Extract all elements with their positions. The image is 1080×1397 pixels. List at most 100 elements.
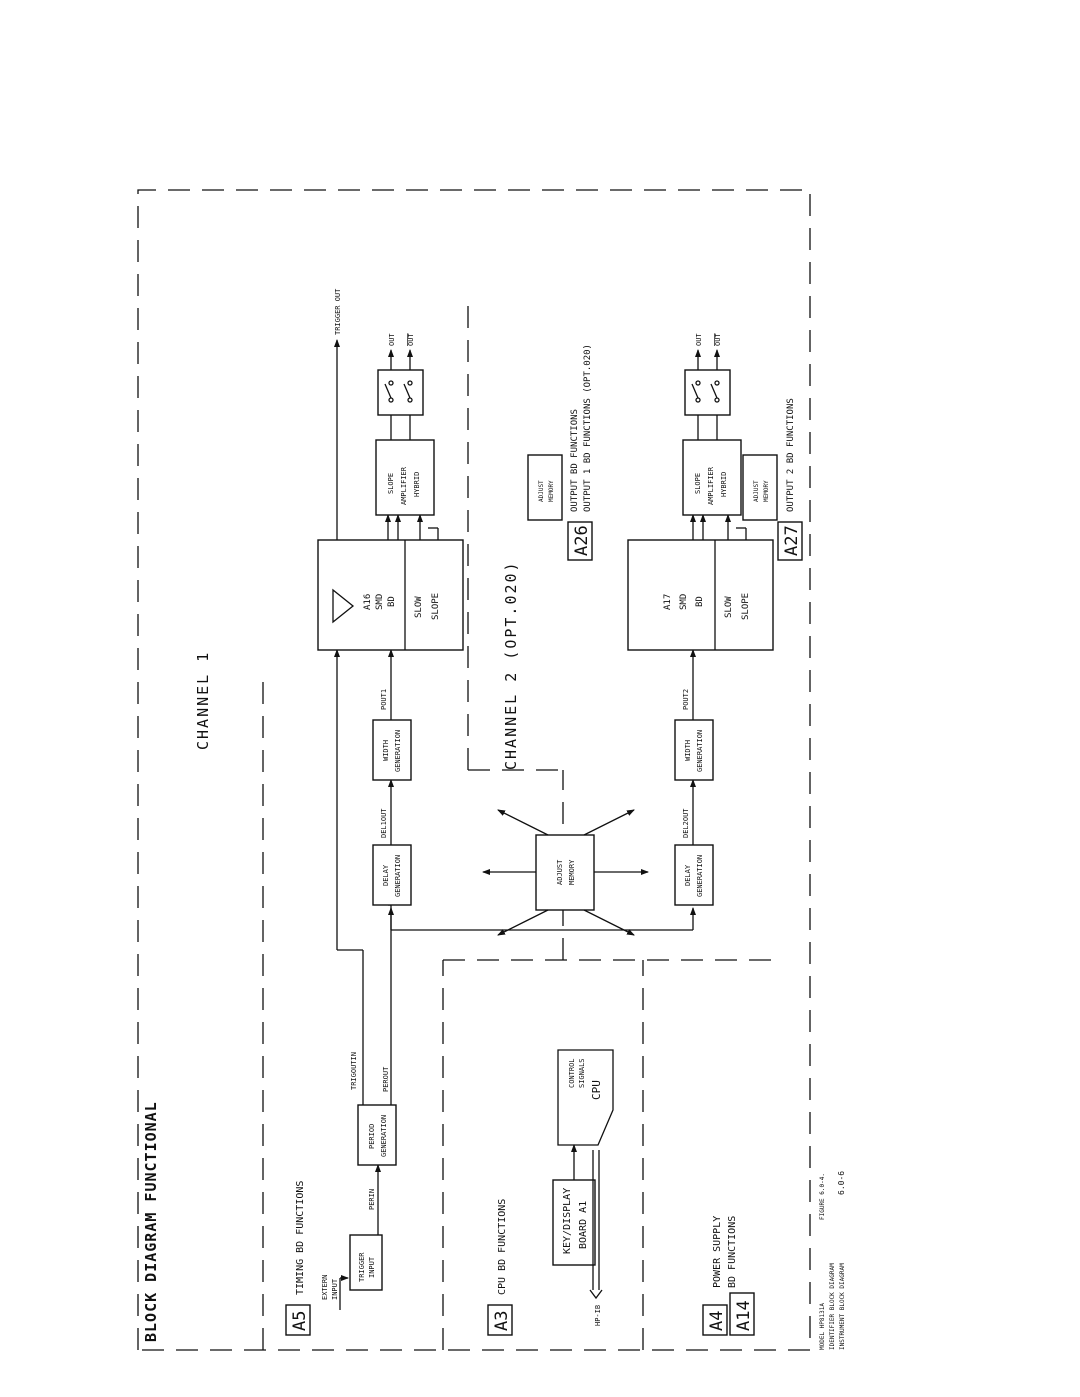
adjust-memory-cpu-l2: MEMORY [568,859,576,885]
key-display-l1: KEY/DISPLAY [562,1188,573,1254]
a27-tag: A27 [782,525,802,556]
delay-gen-1-l2: GENERATION [394,855,402,897]
a27-tag-box [777,521,803,561]
slope-amp-2-l1: SLOPE [694,473,702,494]
relay-2-contact-4 [714,380,720,386]
a14-tag-box [729,1292,755,1336]
smd-2-l3: BD [695,596,705,607]
period-gen-l1: PERIOD [368,1124,376,1149]
a3-tag: A3 [492,1311,512,1331]
smd-1-l3: BD [387,596,397,607]
out2-label: OUT [695,333,703,346]
out1-label: OUT [388,333,396,346]
smd-1-triangle [332,588,355,624]
fanout-4 [497,809,549,836]
a3-tag-box [487,1304,513,1336]
width-gen-1-l2: GENERATION [394,730,402,772]
slope-amp-1-block [375,439,435,516]
a27-label: OUTPUT 2 BD FUNCTIONS [786,398,796,512]
control-signals-l2: SIGNALS [578,1058,586,1088]
adjust-memory-1-l2: MEMORY [548,480,555,502]
adjust-memory-1-l1: ADJUST [538,480,545,502]
out1-bar-label: OUT [407,333,415,346]
delay-gen-2-l2: GENERATION [696,855,704,897]
hpib-label: HP-IB [594,1305,602,1326]
slope-amp-1-l1: SLOPE [387,473,395,494]
a4-tag-box [702,1304,728,1336]
relay-1-contact-2 [388,380,394,386]
smd-2-block [627,539,774,651]
a26-tag-box [567,521,593,561]
adjust-memory-cpu-block [535,834,595,911]
slope-amp-1-l3: HYBRID [413,472,421,497]
perin-label: PERIN [368,1189,376,1210]
width-generation-1-block [372,719,412,781]
trigoutin-label: TRIGOUTIN [350,1052,358,1090]
output-relay-1 [377,369,424,416]
delay-generation-2-block [674,844,714,906]
relay-1-contact-4 [407,380,413,386]
relay-2-contact-2 [695,380,701,386]
adjust-memory-1-block [527,454,563,521]
period-gen-l2: GENERATION [380,1115,388,1157]
hpib-bus-arrow [589,1289,603,1300]
pout2-label: POUT2 [682,689,690,710]
a5-tag-box [285,1304,311,1336]
smd-1-slow: SLOW [414,596,424,618]
smd-2-slow: SLOW [724,596,734,618]
width-gen-2-l2: GENERATION [696,730,704,772]
extern-input-label-2: INPUT [331,1278,339,1300]
smd-2-slope: SLOPE [741,593,751,620]
footer-page: 6.0-6 [837,1171,846,1195]
pout1-label: POUT1 [380,689,388,710]
channel-2-label: CHANNEL 2 (OPT.020) [502,560,520,770]
hpib-bus [592,1150,600,1290]
a5-tag: A5 [290,1311,310,1331]
key-display-l2: BOARD A1 [578,1201,589,1249]
a4-tag: A4 [707,1311,727,1331]
a14-label-2: BD FUNCTIONS [727,1216,738,1288]
trigger-input-block [349,1234,383,1291]
del2out-label: DEL2OUT [682,808,690,838]
a26-label-1: OUTPUT BD FUNCTIONS [570,409,580,512]
period-generation-block [357,1104,397,1166]
fanout-5 [583,909,635,936]
width-generation-2-block [674,719,714,781]
delay-gen-1-l1: DELAY [382,864,390,886]
adjust-memory-cpu-l1: ADJUST [556,859,564,885]
a3-label: CPU BD FUNCTIONS [497,1199,508,1295]
relay-2-switch-1 [691,383,699,399]
footer-figure: FIGURE 6.0-4. [819,1173,826,1220]
a26-tag: A26 [572,525,592,556]
relay-2-switch-2 [710,383,718,399]
width-gen-1-l1: WIDTH [382,740,390,761]
fanout-3 [497,909,549,936]
out2-bar-label: OUT [714,333,722,346]
footer-instrument: INSTRUMENT BLOCK DIAGRAM [839,1263,846,1350]
relay-1-switch-1 [384,383,392,399]
relay-1-switch-2 [403,383,411,399]
delay-generation-1-block [372,844,412,906]
smd-2-l1: A17 [663,594,673,610]
a26-label-2: OUTPUT 1 BD FUNCTIONS (OPT.020) [583,344,593,512]
cpu-label: CPU [590,1080,603,1100]
adjust-memory-2-l2: MEMORY [763,480,770,502]
adjust-memory-2-l1: ADJUST [753,480,760,502]
page-title: BLOCK DIAGRAM FUNCTIONAL [142,1101,160,1342]
outer-border [137,189,811,1351]
adjust-memory-2-block [742,454,778,521]
output-relay-2 [684,369,731,416]
trigger-input-l1: TRIGGER [358,1252,366,1282]
slope-amp-1-l2: AMPLIFIER [400,466,408,505]
width-gen-2-l1: WIDTH [684,740,692,761]
perout-label: PEROUT [382,1066,390,1092]
a5-label: TIMING BD FUNCTIONS [295,1181,306,1295]
smd-1-l2: SMD [375,594,385,610]
delay-gen-2-l1: DELAY [684,864,692,886]
trigger-out-label: TRIGGER OUT [334,288,342,335]
smd-1-block [317,539,464,651]
del1out-label: DEL1OUT [380,808,388,838]
smd-1-slope: SLOPE [431,593,441,620]
footer-model: MODEL HP8131A [819,1303,826,1350]
